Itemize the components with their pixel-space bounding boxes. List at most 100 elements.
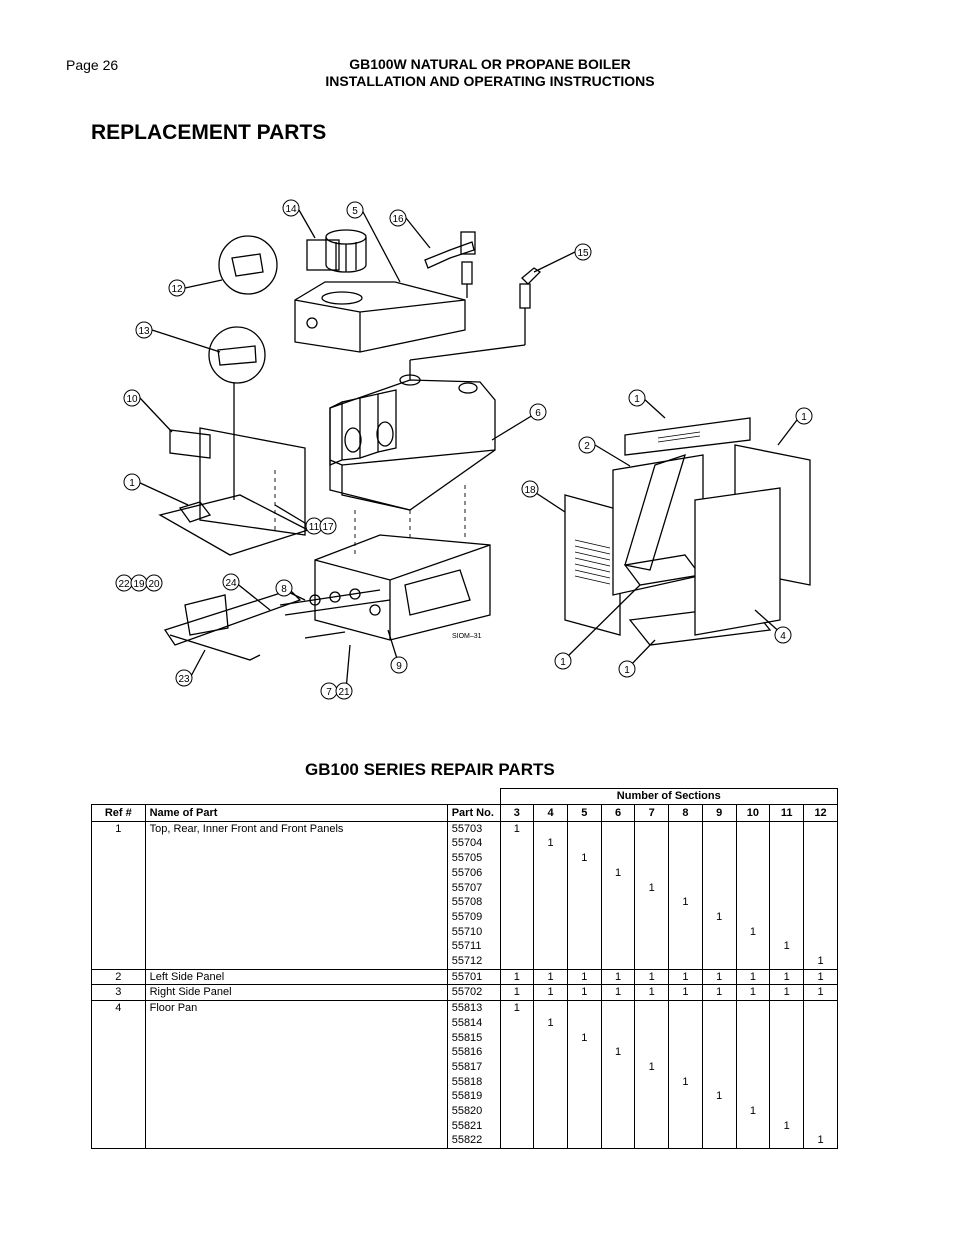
cell-qty <box>735 1118 771 1134</box>
svg-text:5: 5 <box>352 206 358 217</box>
svg-text:22: 22 <box>118 579 130 590</box>
cell-qty <box>668 1030 703 1046</box>
col-sec-10: 10 <box>735 803 771 822</box>
cell-qty <box>566 880 602 896</box>
cell-qty <box>499 909 535 925</box>
col-sec-12: 12 <box>803 803 838 822</box>
cell-qty <box>533 895 568 910</box>
col-part-no: Part No. <box>446 803 501 822</box>
cell-part-name <box>144 939 448 955</box>
cell-ref <box>91 1133 146 1150</box>
cell-qty: 1 <box>499 969 535 986</box>
cell-qty <box>769 1104 805 1119</box>
cell-qty <box>769 924 805 940</box>
repair-parts-table: Number of Sections Ref # Name of Part Pa… <box>91 788 838 1150</box>
cell-qty <box>634 821 670 837</box>
cell-qty: 1 <box>499 984 535 1002</box>
cell-qty <box>735 880 771 896</box>
callout-1-top: 1 <box>628 389 646 407</box>
cell-qty <box>735 939 771 955</box>
cell-qty <box>668 1000 703 1016</box>
cell-part-no: 55702 <box>446 984 501 1002</box>
cell-qty: 1 <box>634 1059 670 1075</box>
cell-qty: 1 <box>600 1045 636 1060</box>
cell-qty <box>803 895 838 910</box>
cell-qty: 1 <box>735 1104 771 1119</box>
cell-qty: 1 <box>701 909 737 925</box>
cell-qty: 1 <box>701 984 737 1002</box>
cell-qty <box>634 1000 670 1016</box>
cell-qty <box>600 821 636 837</box>
cell-part-name <box>144 851 448 866</box>
callout-10: 10 <box>123 389 141 407</box>
cell-qty: 1 <box>600 984 636 1002</box>
cell-part-name <box>144 1118 448 1134</box>
svg-text:24: 24 <box>225 578 237 589</box>
cell-qty <box>769 1045 805 1060</box>
cell-qty <box>735 821 771 837</box>
cell-part-name <box>144 1015 448 1031</box>
page-title: REPLACEMENT PARTS <box>91 121 327 144</box>
cell-part-no: 55705 <box>446 851 501 866</box>
cell-part-no: 55707 <box>446 880 501 896</box>
cell-qty <box>566 836 602 852</box>
page-number: Page 26 <box>66 57 119 73</box>
callout-19-20-24: 22 19 20 <box>115 574 163 592</box>
svg-text:1: 1 <box>560 657 566 668</box>
cell-qty: 1 <box>701 1089 737 1105</box>
callout-6: 6 <box>529 403 547 421</box>
cell-part-no: 55821 <box>446 1118 501 1134</box>
cell-qty <box>533 939 568 955</box>
cell-part-no: 55818 <box>446 1074 501 1090</box>
cell-part-name <box>144 1089 448 1105</box>
cell-qty <box>701 1133 737 1150</box>
callout-17-22: 11 17 <box>305 517 337 535</box>
callout-13: 13 <box>135 321 153 339</box>
col-sec-11: 11 <box>769 803 805 822</box>
cell-qty <box>533 924 568 940</box>
cell-qty <box>600 1030 636 1046</box>
cell-qty <box>668 1104 703 1119</box>
svg-text:4: 4 <box>780 631 786 642</box>
cell-qty <box>668 954 703 970</box>
cell-qty <box>668 851 703 866</box>
cell-qty <box>803 1089 838 1105</box>
cell-ref <box>91 1118 146 1134</box>
cell-qty <box>668 1089 703 1105</box>
cell-qty <box>735 1045 771 1060</box>
cell-part-name <box>144 909 448 925</box>
cell-qty <box>668 924 703 940</box>
cell-qty <box>499 1030 535 1046</box>
cell-qty <box>533 851 568 866</box>
cell-qty <box>701 1015 737 1031</box>
cell-qty <box>769 821 805 837</box>
cell-part-no: 55710 <box>446 924 501 940</box>
cell-qty <box>634 1074 670 1090</box>
cell-qty <box>701 1059 737 1075</box>
cell-qty <box>701 1045 737 1060</box>
cell-qty <box>634 865 670 881</box>
cell-qty <box>769 1089 805 1105</box>
cell-qty: 1 <box>735 969 771 986</box>
callout-7: 9 <box>390 656 408 674</box>
cell-qty <box>499 1015 535 1031</box>
svg-text:17: 17 <box>322 522 334 533</box>
callout-1-rear: 1 <box>795 407 813 425</box>
cell-part-no: 55708 <box>446 895 501 910</box>
cell-qty <box>668 1015 703 1031</box>
header-line-1: GB100W NATURAL OR PROPANE BOILER <box>349 56 631 72</box>
callout-1-front: 18 <box>521 480 539 498</box>
cell-qty: 1 <box>803 984 838 1002</box>
cell-qty <box>769 880 805 896</box>
cell-qty <box>803 1000 838 1016</box>
callout-8: 24 <box>222 573 240 591</box>
callout-12: 12 <box>168 279 186 297</box>
cell-qty <box>668 939 703 955</box>
cell-part-no: 55815 <box>446 1030 501 1046</box>
